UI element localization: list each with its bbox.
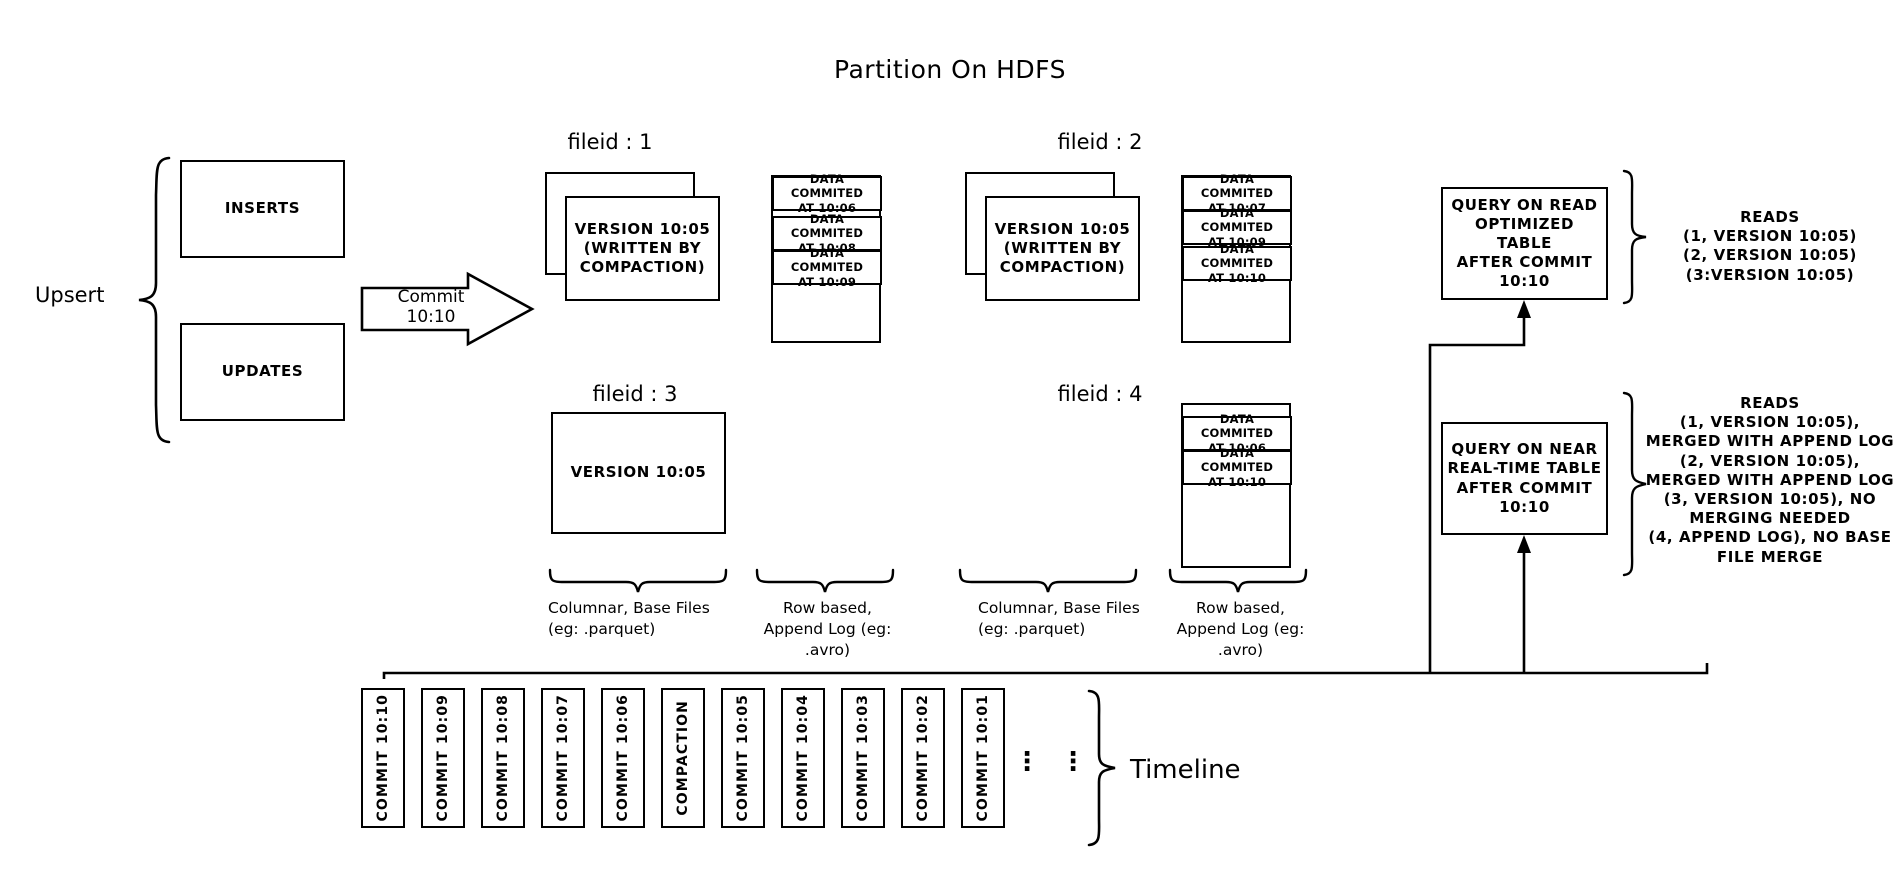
inserts-box: INSERTS xyxy=(180,160,345,258)
timeline-item[interactable]: COMMIT 10:10 xyxy=(361,688,405,828)
commit-arrow-label: Commit 10:10 xyxy=(397,287,465,327)
timeline-item[interactable]: COMMIT 10:05 xyxy=(721,688,765,828)
fileid-4-log-file: DATA COMMITED AT 10:06 DATA COMMITED AT … xyxy=(1181,403,1292,568)
fileid-1-base-file-label: VERSION 10:05 (WRITTEN BY COMPACTION) xyxy=(574,219,711,277)
updates-label: UPDATES xyxy=(221,362,304,381)
timeline-item-label: COMMIT 10:04 xyxy=(795,694,811,822)
fileid-1-base-file: VERSION 10:05 (WRITTEN BY COMPACTION) xyxy=(565,196,720,301)
log-entry: DATA COMMITED AT 10:09 xyxy=(772,246,882,289)
timeline-item-label: COMMIT 10:05 xyxy=(735,694,751,822)
timeline-label: Timeline xyxy=(1130,755,1241,785)
timeline-item[interactable]: COMPACTION xyxy=(661,688,705,828)
fileid-2-log-file: DATA COMMITED AT 10:07 DATA COMMITED AT … xyxy=(1181,172,1292,343)
upsert-brace-icon xyxy=(138,156,171,444)
reads-bottom-brace-icon xyxy=(1622,391,1647,577)
columnar-left-brace-icon xyxy=(548,568,728,593)
rowlog-left-brace-icon xyxy=(755,568,895,593)
log-entry: DATA COMMITED AT 10:07 xyxy=(1182,172,1292,215)
fileid-3-base-file-label: VERSION 10:05 xyxy=(570,463,707,482)
timeline-item-label: COMMIT 10:03 xyxy=(855,694,871,822)
fileid-4-header: fileid : 4 xyxy=(1057,382,1143,406)
fileid-3-header: fileid : 3 xyxy=(592,382,678,406)
log-entry: DATA COMMITED AT 10:06 xyxy=(772,172,882,215)
columnar-right-caption: Columnar, Base Files (eg: .parquet) xyxy=(978,599,1140,638)
timeline-item[interactable]: COMMIT 10:07 xyxy=(541,688,585,828)
timeline-item-label: COMMIT 10:06 xyxy=(615,694,631,822)
upsert-label: Upsert xyxy=(35,283,105,307)
rowlog-right-brace-icon xyxy=(1168,568,1308,593)
timeline-item-label: COMMIT 10:08 xyxy=(495,694,511,822)
log-entry: DATA COMMITED AT 10:10 xyxy=(1182,446,1292,489)
timeline-item-label: COMPACTION xyxy=(675,700,691,816)
near-realtime-reads-label: READS (1, VERSION 10:05), MERGED WITH AP… xyxy=(1645,394,1895,566)
timeline-item-label: COMMIT 10:02 xyxy=(915,694,931,822)
timeline-item[interactable]: COMMIT 10:06 xyxy=(601,688,645,828)
read-optimized-query-box: QUERY ON READ OPTIMIZED TABLE AFTER COMM… xyxy=(1441,187,1608,300)
timeline-item[interactable]: COMMIT 10:03 xyxy=(841,688,885,828)
fileid-2-base-file: VERSION 10:05 (WRITTEN BY COMPACTION) xyxy=(985,196,1140,301)
timeline-item-label: COMMIT 10:09 xyxy=(435,694,451,822)
rowlog-left-caption: Row based, Append Log (eg: .avro) xyxy=(763,599,892,659)
page-title: Partition On HDFS xyxy=(834,55,1066,84)
log-entry: DATA COMMITED AT 10:09 xyxy=(1182,206,1292,249)
fileid-1-header: fileid : 1 xyxy=(567,130,653,154)
inserts-label: INSERTS xyxy=(224,199,301,218)
read-optimized-reads-label: READS (1, VERSION 10:05) (2, VERSION 10:… xyxy=(1683,208,1857,284)
timeline-item[interactable]: COMMIT 10:08 xyxy=(481,688,525,828)
timeline-ellipsis-2: ⋮ xyxy=(1060,747,1086,777)
rowlog-right-caption: Row based, Append Log (eg: .avro) xyxy=(1176,599,1305,659)
timeline-ellipsis-1: ⋮ xyxy=(1014,747,1040,777)
fileid-2-header: fileid : 2 xyxy=(1057,130,1143,154)
timeline-item-label: COMMIT 10:07 xyxy=(555,694,571,822)
commit-arrow-icon xyxy=(360,271,535,347)
timeline-item[interactable]: COMMIT 10:09 xyxy=(421,688,465,828)
near-realtime-query-box: QUERY ON NEAR REAL-TIME TABLE AFTER COMM… xyxy=(1441,422,1608,535)
fileid-2-base-file-label: VERSION 10:05 (WRITTEN BY COMPACTION) xyxy=(994,219,1131,277)
fileid-1-log-file: DATA COMMITED AT 10:06 DATA COMMITED AT … xyxy=(771,172,882,343)
updates-box: UPDATES xyxy=(180,323,345,421)
timeline-item[interactable]: COMMIT 10:04 xyxy=(781,688,825,828)
columnar-left-caption: Columnar, Base Files (eg: .parquet) xyxy=(548,599,710,638)
timeline-item-label: COMMIT 10:01 xyxy=(975,694,991,822)
near-realtime-query-label: QUERY ON NEAR REAL-TIME TABLE AFTER COMM… xyxy=(1447,440,1602,516)
timeline-item[interactable]: COMMIT 10:01 xyxy=(961,688,1005,828)
log-entry: DATA COMMITED AT 10:10 xyxy=(1182,242,1292,285)
reads-top-brace-icon xyxy=(1622,169,1647,305)
timeline-item[interactable]: COMMIT 10:02 xyxy=(901,688,945,828)
timeline-brace-icon xyxy=(1087,689,1116,847)
fileid-3-base-file: VERSION 10:05 xyxy=(551,412,726,534)
read-optimized-query-label: QUERY ON READ OPTIMIZED TABLE AFTER COMM… xyxy=(1451,195,1598,291)
timeline-item-label: COMMIT 10:10 xyxy=(375,694,391,822)
columnar-right-brace-icon xyxy=(958,568,1138,593)
